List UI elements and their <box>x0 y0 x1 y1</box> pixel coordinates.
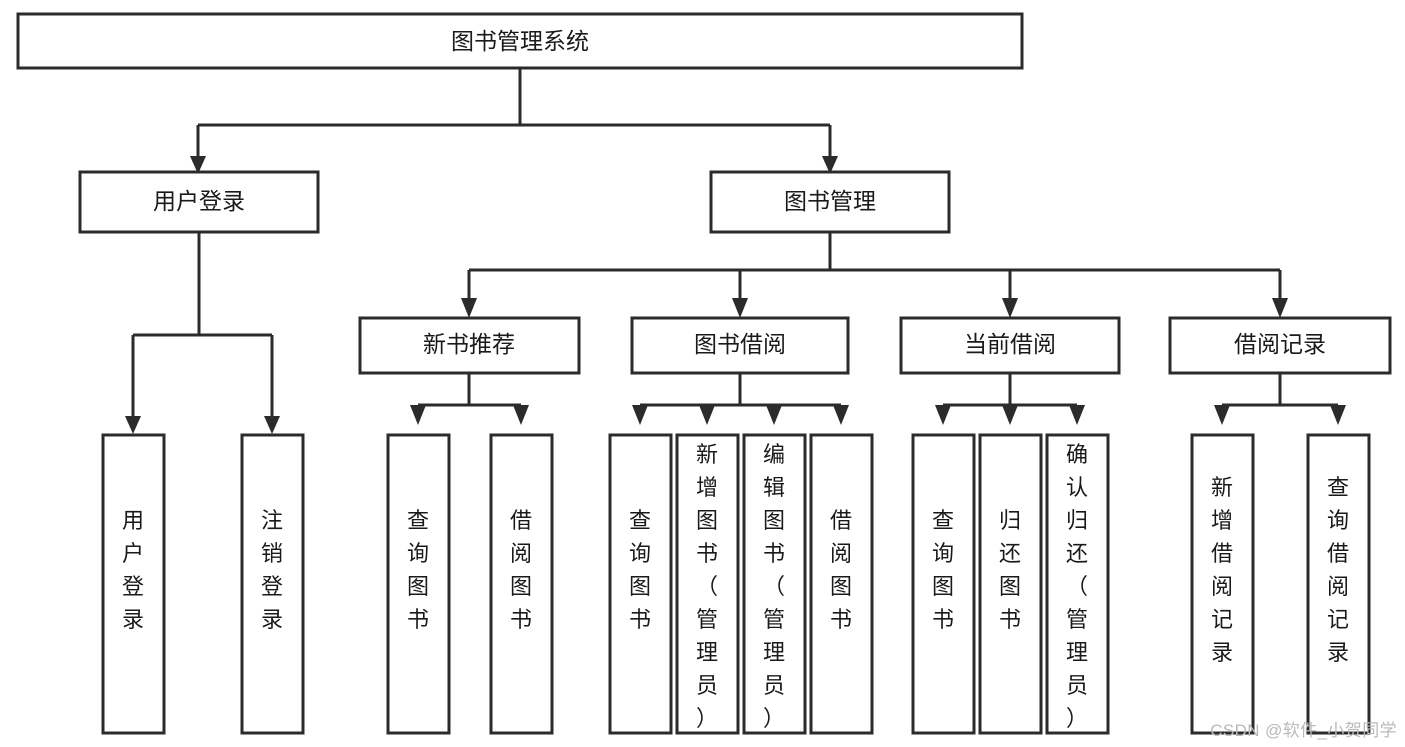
arrow-head-icon <box>699 405 715 425</box>
connector-group-root <box>190 68 838 174</box>
node-leaf-logout[interactable]: 注销登录 <box>240 433 305 735</box>
node-leaf-borrow-book-2-label: 借阅图书 <box>830 508 852 632</box>
connector-group-book-borrow <box>632 373 849 425</box>
node-leaf-add-record-box[interactable] <box>1190 433 1255 735</box>
node-book-manage-box[interactable] <box>709 170 951 234</box>
connector-group-new-book-rec <box>410 373 529 425</box>
node-leaf-return-book[interactable]: 归还图书 <box>978 433 1043 735</box>
node-leaf-query-book-3-label: 查询图书 <box>932 508 954 632</box>
node-leaf-query-book-2-box[interactable] <box>608 433 673 735</box>
node-leaf-query-book-3[interactable]: 查询图书 <box>911 433 976 735</box>
node-leaf-confirm-return[interactable]: 确认归还（管理员） <box>1045 433 1110 735</box>
node-book-borrow-box[interactable] <box>630 316 850 375</box>
node-leaf-return-book-label: 归还图书 <box>999 508 1021 632</box>
node-current-borrow[interactable]: 当前借阅 <box>899 316 1121 375</box>
arrow-head-icon <box>461 298 477 318</box>
node-leaf-logout-label: 注销登录 <box>261 508 283 632</box>
node-leaf-user-login[interactable]: 用户登录 <box>101 433 166 735</box>
connector-group-user-login <box>125 232 280 434</box>
node-root[interactable]: 图书管理系统 <box>16 12 1024 70</box>
node-leaf-query-book-1[interactable]: 查询图书 <box>386 433 451 735</box>
node-user-login-box[interactable] <box>78 170 320 234</box>
arrow-head-icon <box>410 405 426 425</box>
node-book-manage[interactable]: 图书管理 <box>709 170 951 234</box>
node-new-book-rec-box[interactable] <box>358 316 581 375</box>
node-leaf-borrow-book-2[interactable]: 借阅图书 <box>809 433 874 735</box>
arrow-head-icon <box>125 416 141 434</box>
node-leaf-user-login-box[interactable] <box>101 433 166 735</box>
node-leaf-borrow-book-2-box[interactable] <box>809 433 874 735</box>
node-root-label: 图书管理系统 <box>451 28 589 54</box>
node-book-borrow-label: 图书借阅 <box>694 331 786 357</box>
arrow-head-icon <box>1330 405 1346 425</box>
node-borrow-record-label: 借阅记录 <box>1234 331 1326 357</box>
node-leaf-query-book-2-label: 查询图书 <box>629 508 651 632</box>
arrow-head-icon <box>833 405 849 425</box>
node-leaf-query-record[interactable]: 查询借阅记录 <box>1306 433 1371 735</box>
node-leaf-query-book-1-label: 查询图书 <box>407 508 429 632</box>
node-leaf-borrow-book-1-box[interactable] <box>489 433 554 735</box>
node-leaf-query-book-1-box[interactable] <box>386 433 451 735</box>
node-borrow-record[interactable]: 借阅记录 <box>1168 316 1392 375</box>
node-leaf-borrow-book-1[interactable]: 借阅图书 <box>489 433 554 735</box>
arrow-head-icon <box>822 156 838 174</box>
arrow-head-icon <box>1002 298 1018 318</box>
node-leaf-query-book-3-box[interactable] <box>911 433 976 735</box>
node-leaf-add-book-label: 新增图书（管理员） <box>696 442 718 731</box>
node-new-book-rec[interactable]: 新书推荐 <box>358 316 581 375</box>
connector-group-book-manage <box>461 232 1288 318</box>
node-leaf-add-record-label: 新增借阅记录 <box>1211 475 1233 665</box>
node-leaf-add-book-box[interactable] <box>675 433 740 735</box>
node-leaf-confirm-return-box[interactable] <box>1045 433 1110 735</box>
arrow-head-icon <box>1069 405 1085 425</box>
node-leaf-confirm-return-label: 确认归还（管理员） <box>1066 442 1088 731</box>
node-current-borrow-label: 当前借阅 <box>964 331 1056 357</box>
node-leaf-query-record-box[interactable] <box>1306 433 1371 735</box>
arrow-head-icon <box>513 405 529 425</box>
node-user-login-label: 用户登录 <box>153 188 245 214</box>
arrow-head-icon <box>766 405 782 425</box>
arrow-head-icon <box>935 405 951 425</box>
node-leaf-edit-book-label: 编辑图书（管理员） <box>763 442 785 731</box>
node-root-box[interactable] <box>16 12 1024 70</box>
connector-group-borrow-record <box>1214 373 1346 425</box>
arrow-head-icon <box>632 405 648 425</box>
node-leaf-borrow-book-1-label: 借阅图书 <box>510 508 532 632</box>
node-book-manage-label: 图书管理 <box>784 188 876 214</box>
node-leaf-add-record[interactable]: 新增借阅记录 <box>1190 433 1255 735</box>
node-leaf-edit-book[interactable]: 编辑图书（管理员） <box>742 433 807 735</box>
arrow-head-icon <box>1002 405 1018 425</box>
node-new-book-rec-label: 新书推荐 <box>423 331 515 357</box>
node-leaf-edit-book-box[interactable] <box>742 433 807 735</box>
node-leaf-query-record-label: 查询借阅记录 <box>1327 475 1349 665</box>
arrow-head-icon <box>1272 298 1288 318</box>
node-user-login[interactable]: 用户登录 <box>78 170 320 234</box>
node-leaf-query-book-2[interactable]: 查询图书 <box>608 433 673 735</box>
arrow-head-icon <box>264 416 280 434</box>
connector-group-current-borrow <box>935 373 1085 425</box>
arrow-head-icon <box>190 156 206 174</box>
node-borrow-record-box[interactable] <box>1168 316 1392 375</box>
arrow-head-icon <box>732 298 748 318</box>
node-book-borrow[interactable]: 图书借阅 <box>630 316 850 375</box>
node-leaf-user-login-label: 用户登录 <box>122 508 144 632</box>
node-current-borrow-box[interactable] <box>899 316 1121 375</box>
node-leaf-logout-box[interactable] <box>240 433 305 735</box>
node-leaf-return-book-box[interactable] <box>978 433 1043 735</box>
node-leaf-add-book[interactable]: 新增图书（管理员） <box>675 433 740 735</box>
arrow-head-icon <box>1214 405 1230 425</box>
